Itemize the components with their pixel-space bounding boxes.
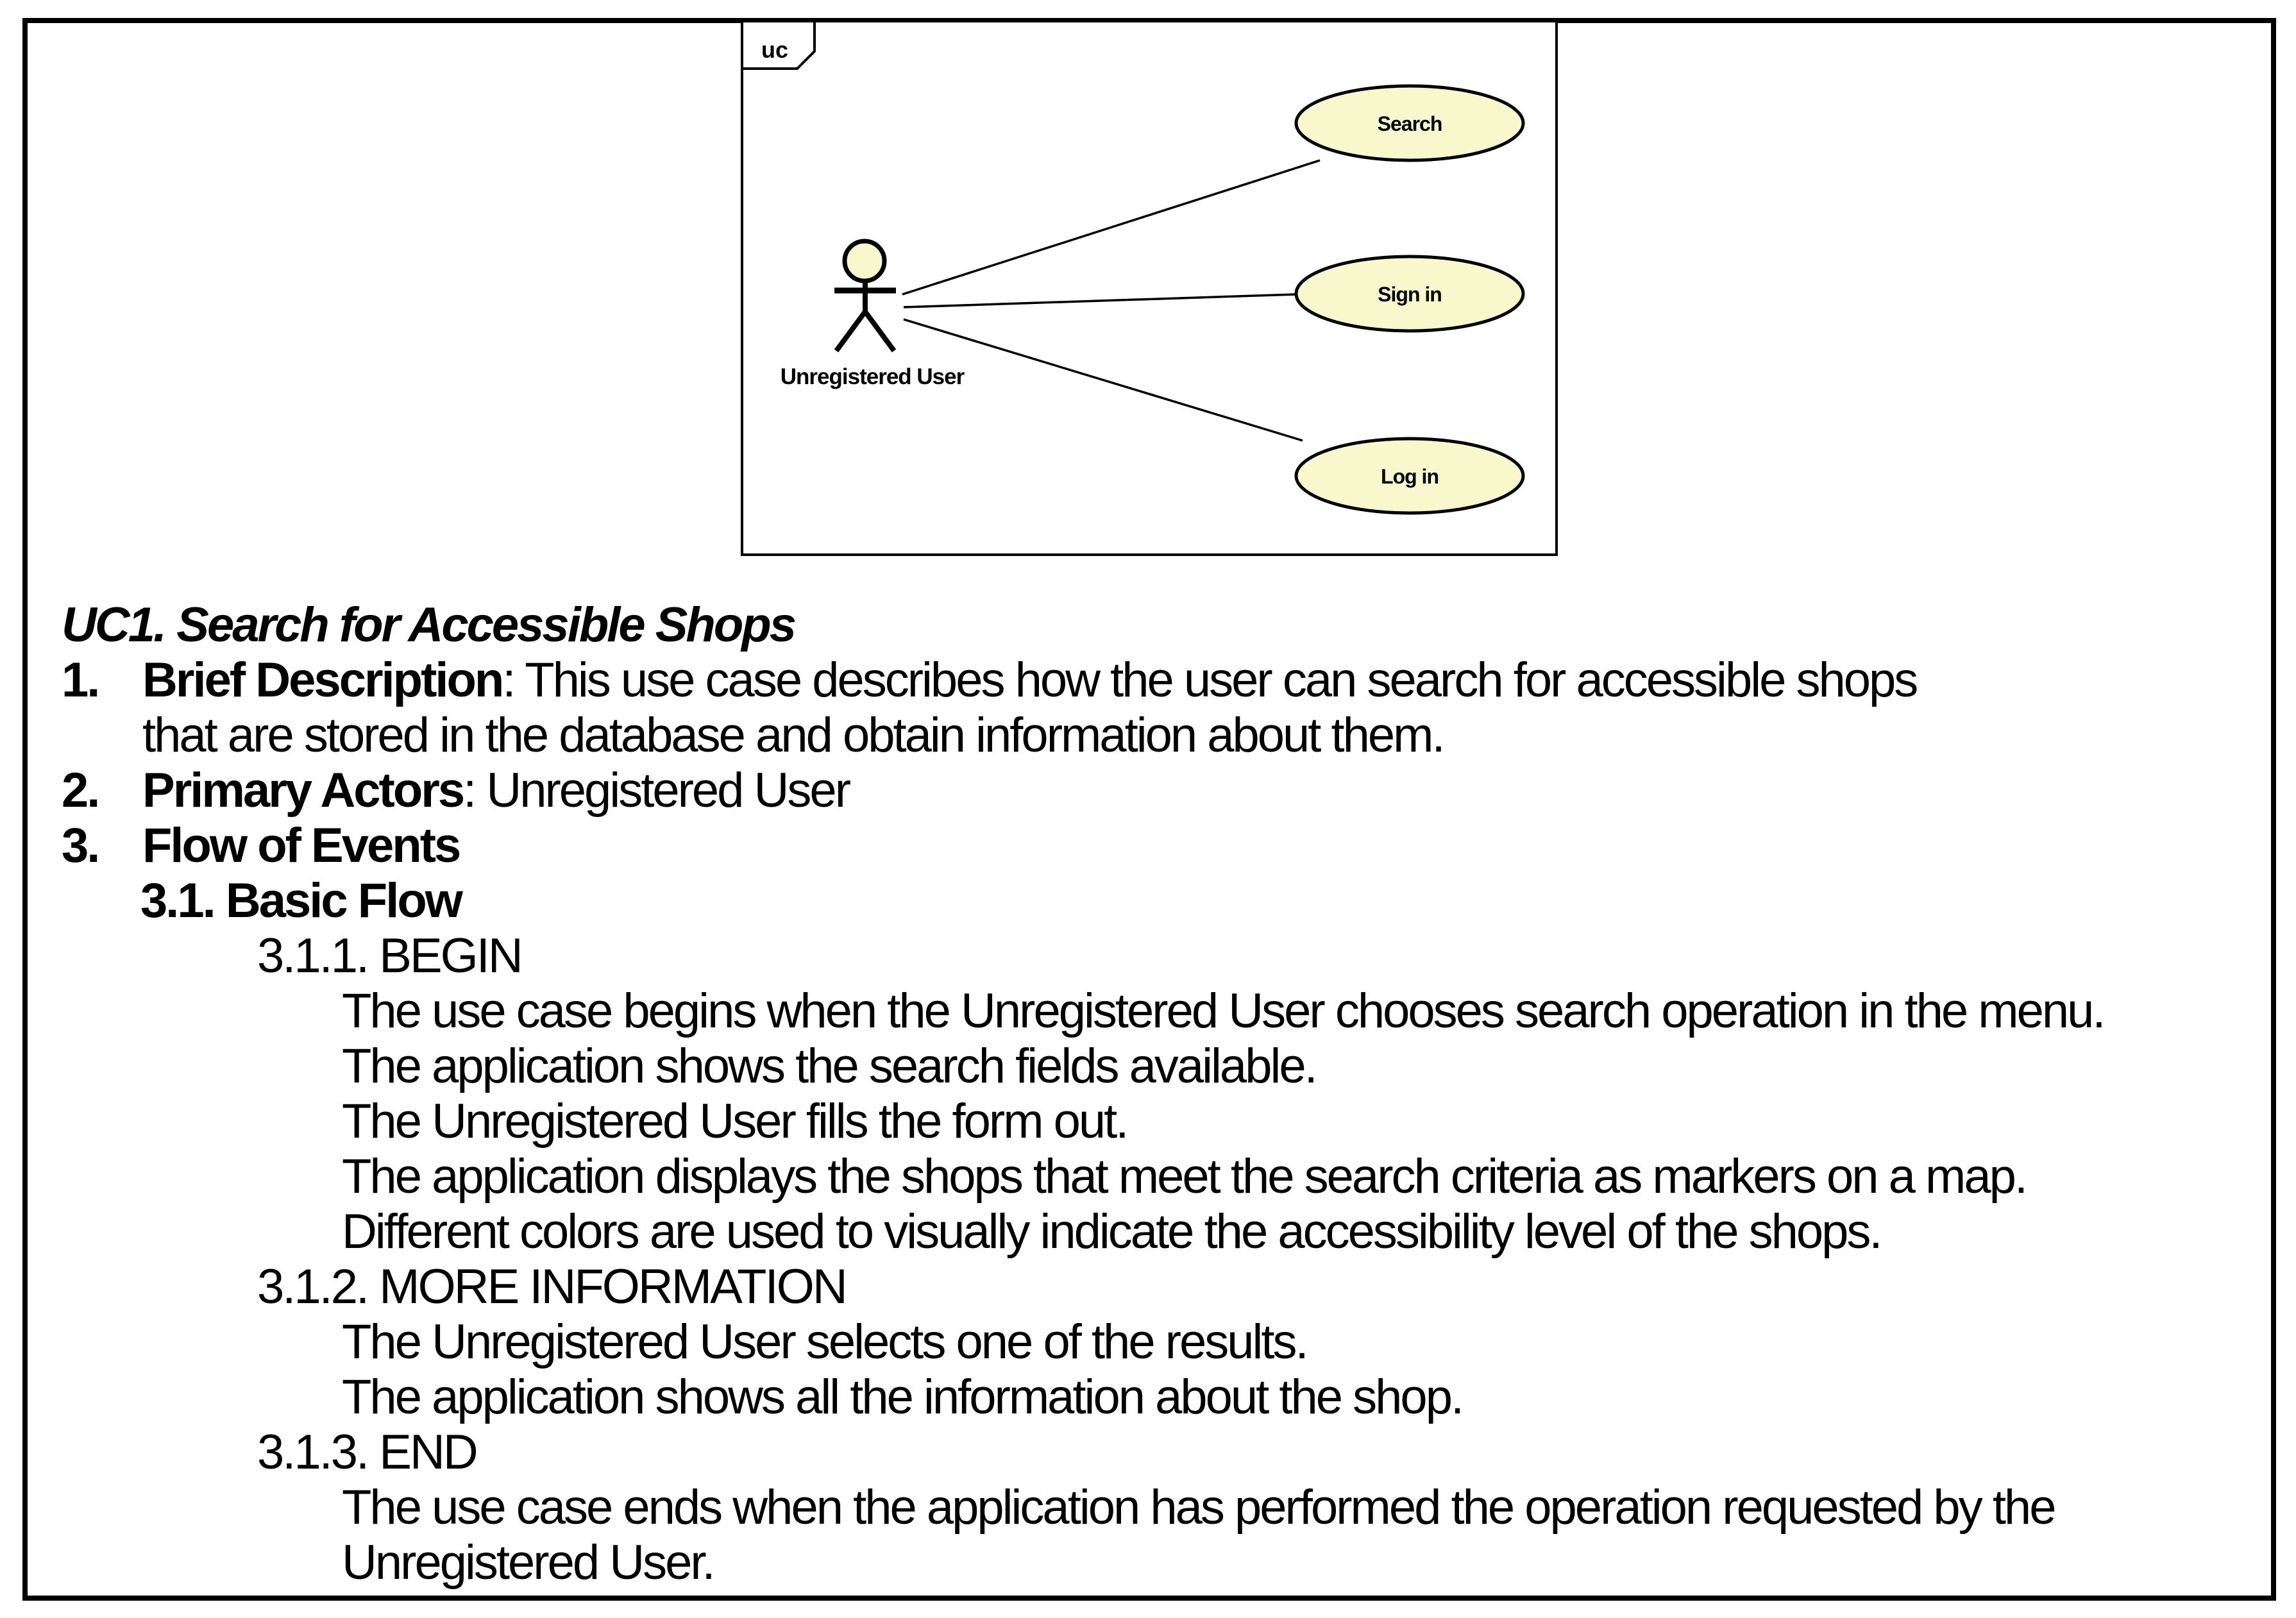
use-case-log-in: Log in <box>1294 437 1525 515</box>
step-line: The application shows all the informatio… <box>342 1370 1464 1424</box>
list-label: Primary Actors <box>142 763 465 818</box>
step-heading-end: 3.1.3. END <box>257 1425 478 1479</box>
list-label: Brief Description <box>142 653 504 707</box>
list-label: Flow of Events <box>142 818 461 873</box>
page-border: uc Unregistered User Search <box>22 18 2276 1601</box>
list-item-flow-of-events: 3. Flow of Events <box>62 818 2258 873</box>
association-actor-login <box>903 318 1303 442</box>
step-line: Unregistered User. <box>342 1535 716 1590</box>
step-heading-more-information: 3.1.2. MORE INFORMATION <box>257 1260 848 1314</box>
actor-unregistered-user: Unregistered User <box>781 239 966 389</box>
step-line: The Unregistered User fills the form out… <box>342 1094 1129 1149</box>
actor-left-leg <box>834 310 868 353</box>
list-separator: : <box>463 763 487 818</box>
basic-flow-heading: 3.1. Basic Flow <box>140 873 463 928</box>
list-item-continuation: that are stored in the database and obta… <box>142 708 1446 763</box>
list-item-brief-description: 1. Brief Description: This use case descr… <box>62 653 2258 708</box>
list-number: 1. <box>62 653 100 707</box>
use-case-ellipse <box>1294 437 1525 515</box>
step-line: The application displays the shops that … <box>342 1149 2028 1204</box>
step-line: The use case begins when the Unregistere… <box>342 984 2106 1038</box>
use-case-sign-in: Sign in <box>1294 255 1525 333</box>
use-case-specification: UC1. Search for Accessible Shops 1. Brief… <box>62 598 2258 1590</box>
use-case-label: Search <box>1378 112 1442 135</box>
list-text: Unregistered User <box>486 763 851 818</box>
frame-tag <box>741 20 816 70</box>
use-case-label: Log in <box>1381 465 1439 488</box>
use-case-diagram: uc Unregistered User Search <box>741 20 1558 556</box>
list-separator: : <box>502 653 525 707</box>
frame-tag-label: uc <box>761 37 788 63</box>
list-text: This use case describes how the user can… <box>525 653 1918 707</box>
use-case-ellipse <box>1294 255 1525 333</box>
actor-right-leg <box>863 310 897 353</box>
list-item-primary-actors: 2. Primary Actors: Unregistered User <box>62 763 2258 818</box>
step-line: The application shows the search fields … <box>342 1039 1318 1093</box>
list-number: 3. <box>62 818 100 873</box>
association-actor-search <box>902 159 1321 296</box>
use-case-ellipse <box>1294 84 1525 162</box>
step-line: Different colors are used to visually in… <box>342 1204 1883 1259</box>
actor-head <box>842 239 887 283</box>
list-number: 2. <box>62 763 100 818</box>
use-case-label: Sign in <box>1378 283 1442 306</box>
use-case-title: UC1. Search for Accessible Shops <box>62 598 797 652</box>
step-heading-begin: 3.1.1. BEGIN <box>257 929 523 983</box>
use-case-search: Search <box>1294 84 1525 162</box>
step-line: The Unregistered User selects one of the… <box>342 1315 1309 1369</box>
step-line: The use case ends when the application h… <box>342 1480 2056 1535</box>
association-actor-signin <box>903 293 1297 308</box>
actor-label: Unregistered User <box>781 364 965 389</box>
